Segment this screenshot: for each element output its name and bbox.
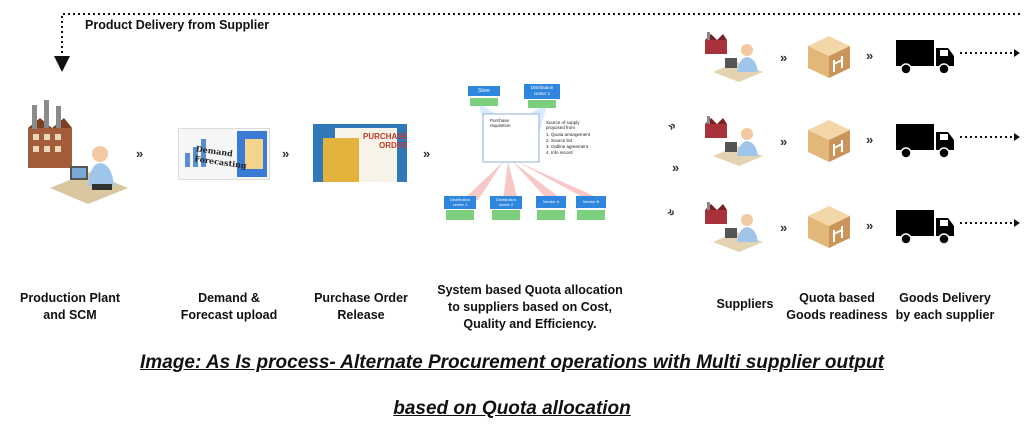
arrow-icon: » [664,117,679,134]
arrow-icon: » [866,218,874,233]
arrow-icon: » [866,132,874,147]
label-suppliers: Suppliers [716,297,774,311]
arrow-icon: » [136,146,144,161]
truck-icon [896,210,954,245]
purchase-order-text: PURCHASE ORDER [363,132,407,150]
label-production: Production Plant and SCM [20,291,120,322]
label-quota: System based Quota allocation to supplie… [437,283,623,331]
box-icon [808,36,850,78]
delivery-dashed-arrow [960,49,1020,57]
distribution-top-box: Distribution center 1 [524,84,560,99]
purchase-order-image: PURCHASE ORDER [313,124,407,182]
supplier-icon [705,32,763,82]
feedback-label: Product Delivery from Supplier [85,18,270,32]
arrow-icon: » [780,50,788,65]
truck-icon [896,40,954,75]
source-item: 4. Info record [546,150,573,155]
caption-line-2: based on Quota allocation [393,398,631,419]
vendor-b-box: Vendor B [576,196,606,208]
box-icon [808,206,850,248]
source-item: 1. Quota arrangement [546,132,591,137]
caption-line-1: Image: As Is process- Alternate Procurem… [140,352,884,373]
supplier-icon [705,202,763,252]
feedback-loop [54,13,1020,72]
source-list-title: Source of supply proposed from [546,120,580,130]
arrow-icon: » [866,48,874,63]
distribution-box-2: Distribution center 2 [490,196,522,209]
arrow-icon: » [423,146,431,161]
label-demand: Demand & Forecast upload [180,291,278,322]
vendor-a-box: Vendor A [536,196,566,208]
arrow-icon: » [780,134,788,149]
factory-worker-icon [28,100,128,204]
source-item: 3. Outline agreement [546,144,589,149]
distribution-box-1: Distribution center 1 [444,196,476,209]
box-icon [808,120,850,162]
arrow-icon: » [664,203,679,220]
arrow-icon: » [780,220,788,235]
label-delivery: Goods Delivery by each supplier [895,291,995,322]
demand-forecast-image: Demand Forecasting [178,128,270,180]
label-readiness: Quota based Goods readiness [786,291,888,322]
store-box: Store [468,86,500,96]
arrow-icon: » [672,160,680,175]
supplier-icon [705,116,763,166]
truck-icon [896,124,954,159]
delivery-dashed-arrow [960,219,1020,227]
delivery-dashed-arrow [960,133,1020,141]
purchase-requisition: Purchase requisition [490,118,511,128]
quota-allocation-diagram: Store Distribution center 1 Purchase req… [438,82,618,232]
label-po: Purchase Order Release [314,291,408,322]
source-item: 2. Source list [546,138,573,143]
arrow-icon: » [282,146,290,161]
